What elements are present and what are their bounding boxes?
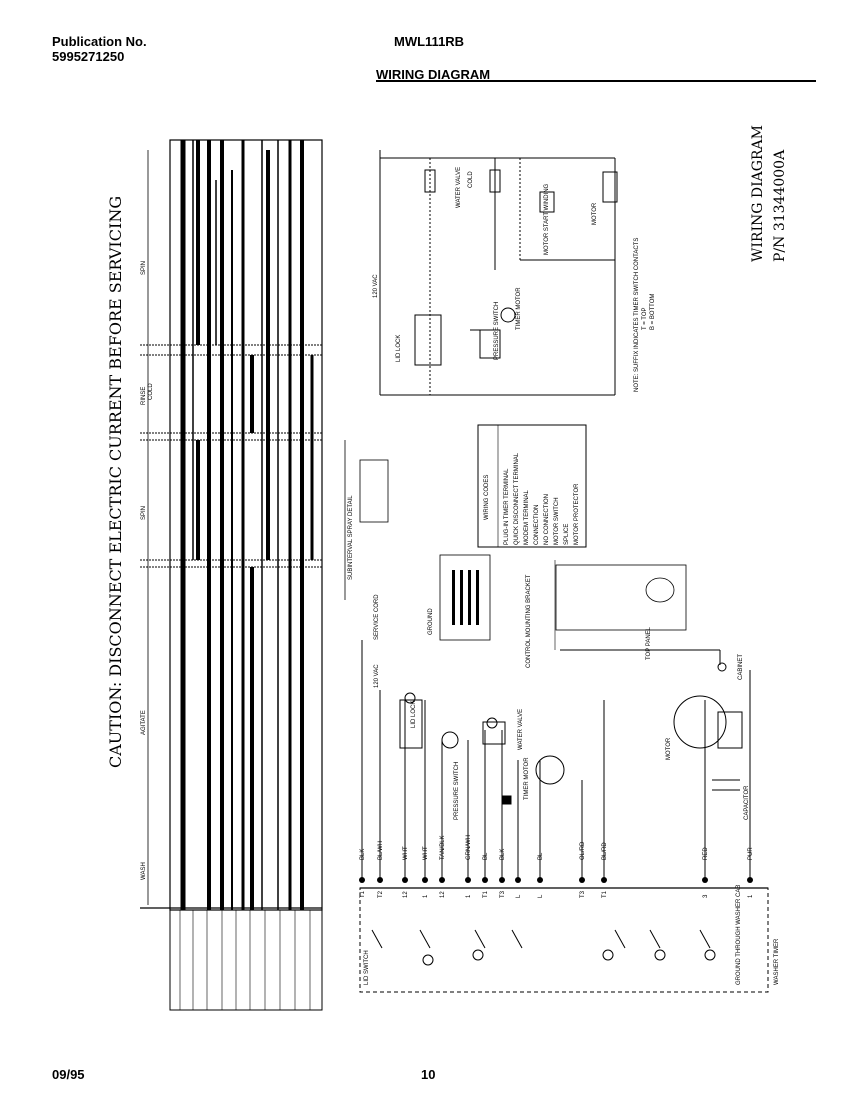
terminal-label-6: 1: [466, 894, 472, 898]
lower-motor-label: MOTOR: [666, 737, 672, 760]
timeline-phase-1: WASH: [141, 862, 147, 880]
timer-contacts: [371, 929, 716, 966]
part-number: P/N 31344000A: [772, 149, 788, 262]
wire-color-8: BLK: [500, 849, 506, 860]
capacitor-label: CAPACITOR: [744, 785, 750, 820]
wire-color-4: WHT: [423, 846, 429, 860]
timeline-phase-5: SPIN: [141, 261, 147, 275]
code-item-6: MOTOR SWITCH: [554, 497, 560, 545]
upper-labels: 120 VAC WATER VALVE COLD MOTOR START WIN…: [373, 167, 656, 392]
code-item-1: PLUG-IN TIMER TERMINAL: [504, 468, 510, 545]
upper-motor-label: MOTOR: [592, 202, 598, 225]
timeline-sub-label: COLD: [148, 383, 154, 400]
spray-detail: SUBINTERVAL SPRAY DETAIL: [344, 440, 389, 600]
motor-start-winding-label: MOTOR START WINDING: [544, 183, 550, 255]
ground-label: GROUND: [428, 608, 434, 635]
terminal-labels: T1 T2 12 1 12 1 T1 T3 L L T3 T1 3 1: [360, 890, 754, 898]
code-item-7: SPLICE: [564, 524, 570, 545]
upper-pressure-switch-label: PRESSURE SWITCH: [494, 302, 500, 360]
code-item-8: MOTOR PROTECTOR: [574, 483, 580, 545]
lower-lid-lock-label: LID LOCK: [411, 701, 417, 728]
lower-schematic: [359, 640, 769, 993]
code-item-5: NO CONNECTION: [544, 494, 550, 545]
footer-page-number: 10: [421, 1067, 436, 1082]
publication-number: 5995271250: [52, 49, 125, 64]
wire-color-1: BLK: [360, 849, 366, 860]
wire-color-11: BL/RD: [602, 842, 608, 860]
timer-terminals: [359, 877, 753, 883]
control-bracket-label: CONTROL MOUNTING BRACKET: [526, 574, 532, 668]
wire-color-9: BL: [538, 852, 544, 860]
lower-timer-motor-label: TIMER MOTOR: [524, 757, 530, 800]
timer-chart: WASH AGITATE SPIN RINSE SPIN COLD: [140, 139, 323, 1011]
suffix-note-top: T = TOP: [642, 307, 648, 330]
wire-color-6: GRN/WH: [466, 835, 472, 860]
service-cord-label: SERVICE CORD: [374, 594, 380, 640]
upper-voltage-label: 120 VAC: [373, 274, 379, 298]
code-item-3: MODEM TERMINAL: [524, 489, 530, 545]
page-title: WIRING DIAGRAM: [376, 67, 491, 82]
model-number: MWL111RB: [394, 34, 465, 49]
code-item-2: QUICK DISCONNECT TERMINAL: [514, 452, 520, 545]
cabinet-label: CABINET: [738, 654, 744, 680]
wire-color-10: OL/RD: [580, 841, 586, 860]
upper-timer-motor-label: TIMER MOTOR: [516, 287, 522, 330]
upper-lid-lock-label: LID LOCK: [396, 335, 402, 362]
lid-switch-label: LID SWITCH: [364, 950, 370, 985]
wire-color-labels: BLK BL/WH WHT WHT TAN/BLK GRN/WH BL BLK …: [360, 835, 754, 860]
wire-color-12: RED: [703, 847, 709, 860]
wire-color-7: BL: [483, 852, 489, 860]
publication-label: Publication No.: [52, 34, 147, 49]
terminal-label-12: T1: [602, 890, 608, 898]
terminal-label-4: 1: [423, 894, 429, 898]
wiring-codes-legend: WIRING CODES PLUG-IN TIMER TERMINAL QUIC…: [477, 424, 587, 548]
terminal-label-8: T3: [500, 890, 506, 898]
terminal-label-1: T1: [360, 890, 366, 898]
wire-color-2: BL/WH: [378, 841, 384, 860]
suffix-note-bottom: B = BOTTOM: [650, 294, 656, 330]
caution-text: CAUTION: DISCONNECT ELECTRIC CURRENT BEF…: [106, 196, 125, 768]
lower-labels: LID LOCK PRESSURE SWITCH WATER VALVE TIM…: [364, 701, 780, 985]
lower-pressure-switch-label: PRESSURE SWITCH: [454, 762, 460, 820]
diagram-title: WIRING DIAGRAM: [750, 125, 766, 262]
code-item-4: CONNECTION: [534, 505, 540, 545]
terminal-label-3: 12: [403, 891, 409, 898]
top-panel-label: TOP PANEL: [646, 626, 652, 660]
wire-color-13: PUR: [748, 847, 754, 860]
cold-label: COLD: [468, 171, 474, 188]
terminal-label-14: 1: [748, 894, 754, 898]
plug-block: SERVICE CORD 120 VAC GROUND CONTROL MOUN…: [374, 554, 744, 688]
lower-voltage-label: 120 VAC: [374, 664, 380, 688]
timeline-phase-2: AGITATE: [141, 710, 147, 735]
lower-water-valve-label: WATER VALVE: [518, 709, 524, 750]
wiring-codes-title: WIRING CODES: [484, 475, 490, 520]
spray-detail-label: SUBINTERVAL SPRAY DETAIL: [348, 495, 354, 580]
footer-date: 09/95: [52, 1067, 85, 1082]
ground-through-washer-label: GROUND THROUGH WASHER CAB: [736, 885, 742, 985]
terminal-label-5: 12: [440, 891, 446, 898]
terminal-label-9: L: [516, 894, 522, 898]
terminal-label-10: L: [538, 894, 544, 898]
terminal-label-7: T1: [483, 890, 489, 898]
header-rule: [376, 80, 816, 82]
water-valve-label: WATER VALVE: [456, 167, 462, 208]
terminal-label-11: T3: [580, 890, 586, 898]
terminal-label-13: 3: [703, 894, 709, 898]
timeline-phase-4: RINSE: [141, 387, 147, 405]
wire-color-3: WHT: [403, 846, 409, 860]
wire-color-5: TAN/BLK: [440, 835, 446, 860]
terminal-label-2: T2: [378, 890, 384, 898]
washer-timer-label: WASHER TIMER: [774, 938, 780, 985]
upper-schematic: [379, 150, 618, 396]
timeline-phase-3: SPIN: [141, 506, 147, 520]
suffix-note: NOTE: SUFFIX INDICATES TIMER SWITCH CONT…: [634, 238, 640, 392]
